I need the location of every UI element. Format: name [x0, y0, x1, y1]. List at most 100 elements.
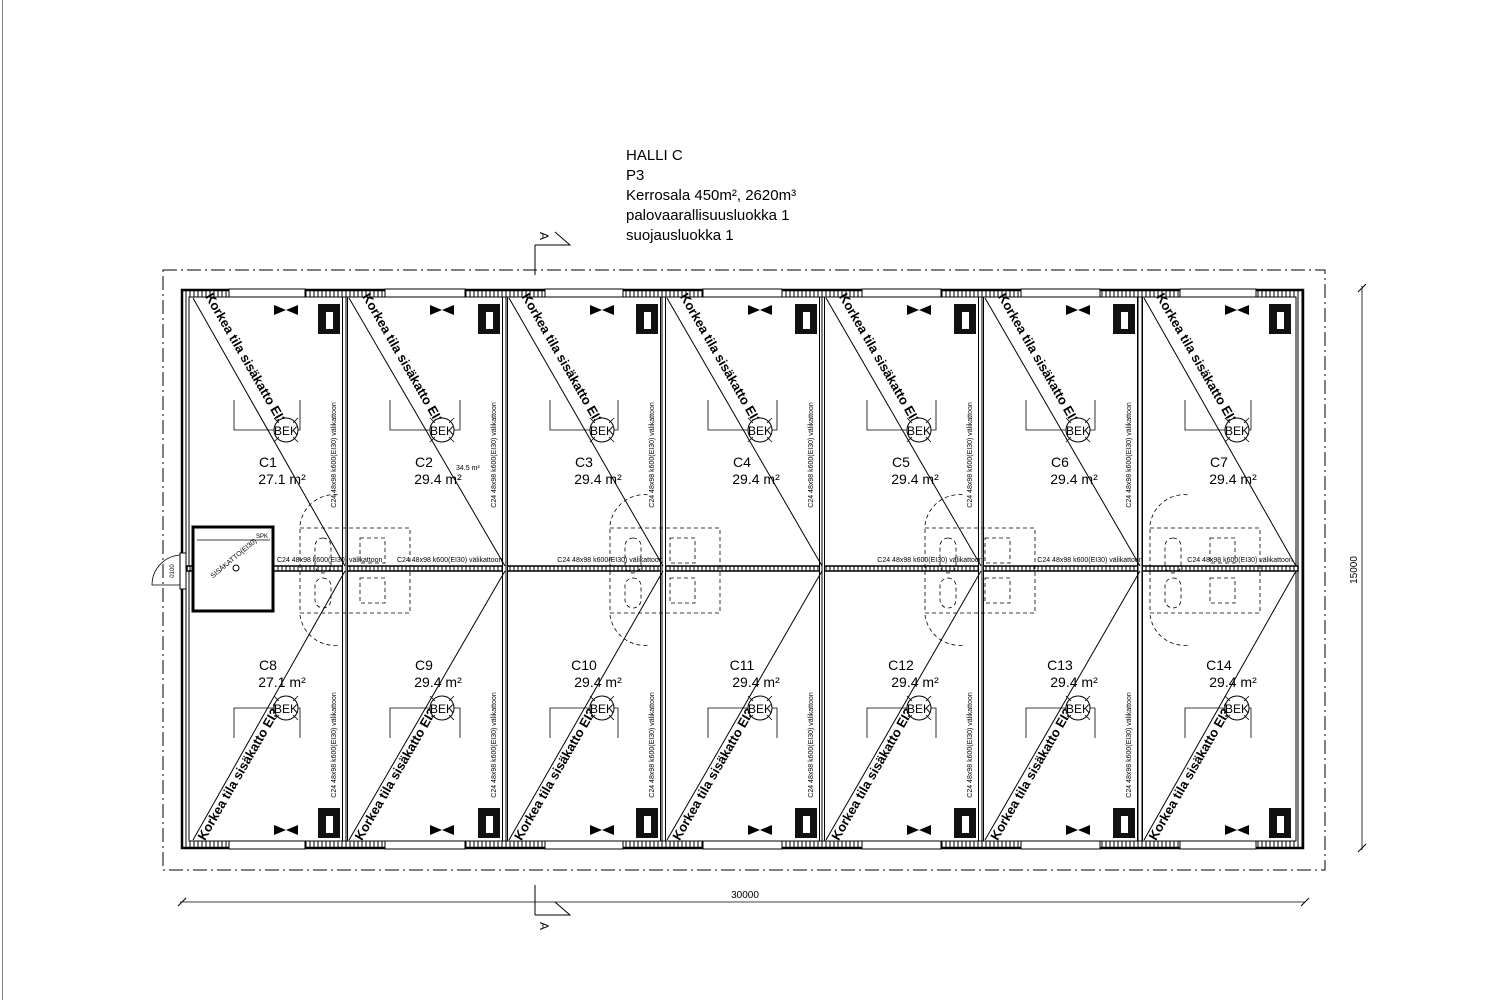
bek-cross-icon	[273, 695, 299, 721]
door-swing-arc	[299, 494, 341, 526]
beam-label-vertical: C24 48x98 k600(EI30) välikattoon	[1126, 402, 1133, 508]
sink-icon	[1209, 577, 1236, 604]
ceiling-outline	[549, 707, 619, 738]
door-swing-arc	[1149, 494, 1191, 526]
section-mark-top: A	[534, 231, 572, 275]
bek-cross-icon	[1224, 417, 1250, 443]
toilet-icon	[314, 577, 332, 609]
high-space-diagonal	[1143, 570, 1297, 841]
extinguisher-icon	[1121, 312, 1128, 329]
light-fixture-icon	[907, 825, 931, 835]
unit-area: 29.4 m²	[574, 674, 622, 690]
bek-cross-icon	[906, 417, 932, 443]
light-fixture-icon	[1225, 305, 1249, 315]
beam-label-vertical: C24 48x98 k600(EI30) välikattoon	[808, 402, 815, 508]
sink-icon	[359, 537, 386, 564]
unit-id: C14	[1206, 657, 1232, 673]
high-space-diagonal	[348, 297, 506, 567]
ceiling-outline	[866, 400, 937, 431]
bek-cross-icon	[1065, 417, 1091, 443]
window-top	[702, 288, 783, 298]
light-fixture-icon	[274, 305, 298, 315]
extinguisher-icon	[1277, 816, 1284, 833]
high-space-diagonal	[825, 570, 982, 841]
bek-cross-icon	[747, 417, 773, 443]
unit-id: C13	[1047, 657, 1073, 673]
dimension-tick	[177, 897, 1310, 907]
door-swing-arc	[1149, 614, 1191, 646]
beam-label-horizontal: C24 48x98 k600(EI30) välikattoon	[277, 557, 383, 564]
extinguisher-icon	[486, 816, 493, 833]
sink-icon	[1209, 537, 1236, 564]
unit-id: C7	[1210, 454, 1228, 470]
bek-label: BEK	[748, 424, 772, 438]
spk-label: SPK	[256, 534, 268, 540]
unit-area: 29.4 m²	[732, 674, 780, 690]
unit-id: C12	[888, 657, 914, 673]
toilet-icon	[1164, 577, 1182, 609]
beam-label-vertical: C24 48x98 k600(EI30) välikattoon	[491, 402, 498, 508]
unit-id: C10	[571, 657, 597, 673]
bek-cross-icon	[429, 417, 455, 443]
sink-icon	[984, 537, 1011, 564]
unit-id: C8	[259, 657, 277, 673]
beam-label-horizontal: C24 48x98 k600(EI30) välikattoon	[397, 557, 503, 564]
light-fixture-icon	[748, 305, 772, 315]
unit-area: 29.4 m²	[574, 471, 622, 487]
door-swing-arc	[609, 494, 651, 526]
unit-area: 29.4 m²	[1209, 471, 1257, 487]
beam-label-horizontal: C24 48x98 k600(EI30) välikattoon	[877, 557, 983, 564]
extinguisher-icon	[962, 816, 969, 833]
window-bottom	[861, 840, 942, 850]
high-space-diagonal	[192, 297, 346, 567]
bek-detector-icon	[1065, 417, 1091, 443]
section-label: A	[537, 922, 551, 930]
bek-label: BEK	[590, 424, 614, 438]
beam-label-vertical: C24 48x98 k600(EI30) välikattoon	[491, 692, 498, 798]
beam-label-vertical: C24 48x98 k600(EI30) välikattoon	[649, 402, 656, 508]
window-bottom	[384, 840, 466, 850]
ceiling-outline	[549, 400, 619, 431]
unit-area: 27.1 m²	[258, 674, 306, 690]
bek-cross-icon	[429, 695, 455, 721]
window-top	[228, 288, 306, 298]
bek-detector-icon	[589, 695, 615, 721]
bek-detector-icon	[1224, 417, 1250, 443]
beam-label-vertical: C24 48x98 k600(EI30) välikattoon	[331, 402, 338, 508]
bek-cross-icon	[273, 417, 299, 443]
door-label: 0100	[170, 564, 176, 578]
window-top	[384, 288, 466, 298]
bek-detector-icon	[906, 695, 932, 721]
unit-area: 29.4 m²	[1050, 674, 1098, 690]
beam-label-vertical: C24 48x98 k600(EI30) välikattoon	[331, 692, 338, 798]
light-fixture-icon	[1225, 825, 1249, 835]
bek-cross-icon	[747, 695, 773, 721]
high-space-diagonal	[192, 570, 346, 841]
unit-id: C1	[259, 454, 277, 470]
bek-cross-icon	[1065, 695, 1091, 721]
extinguisher-icon	[803, 312, 810, 329]
beam-label-vertical: C24 48x98 k600(EI30) välikattoon	[808, 692, 815, 798]
extinguisher-icon	[326, 312, 333, 329]
unit-area: 29.4 m²	[1209, 674, 1257, 690]
bek-detector-icon	[906, 417, 932, 443]
dimension-width-label: 30000	[731, 890, 759, 901]
middle-wall	[186, 565, 1299, 572]
unit-area: 27.1 m²	[258, 471, 306, 487]
beam-label-horizontal: C24 48x98 k600(EI30) välikattoon	[1187, 557, 1293, 564]
ceiling-outline	[1184, 707, 1252, 738]
window-bottom	[228, 840, 306, 850]
light-fixture-icon	[590, 305, 614, 315]
light-fixture-icon	[1066, 305, 1090, 315]
toilet-icon	[624, 577, 642, 609]
toilet-icon	[314, 537, 332, 574]
area-volume: Kerrosala 450m², 2620m³	[626, 187, 797, 204]
unit-id: C5	[892, 454, 910, 470]
ceiling-outline	[707, 707, 778, 738]
extinguisher-icon	[962, 312, 969, 329]
extra-area-label: 34.5 m²	[456, 465, 480, 472]
unit-area: 29.4 m²	[414, 674, 462, 690]
toilet-icon	[939, 577, 957, 609]
light-fixture-icon	[748, 825, 772, 835]
